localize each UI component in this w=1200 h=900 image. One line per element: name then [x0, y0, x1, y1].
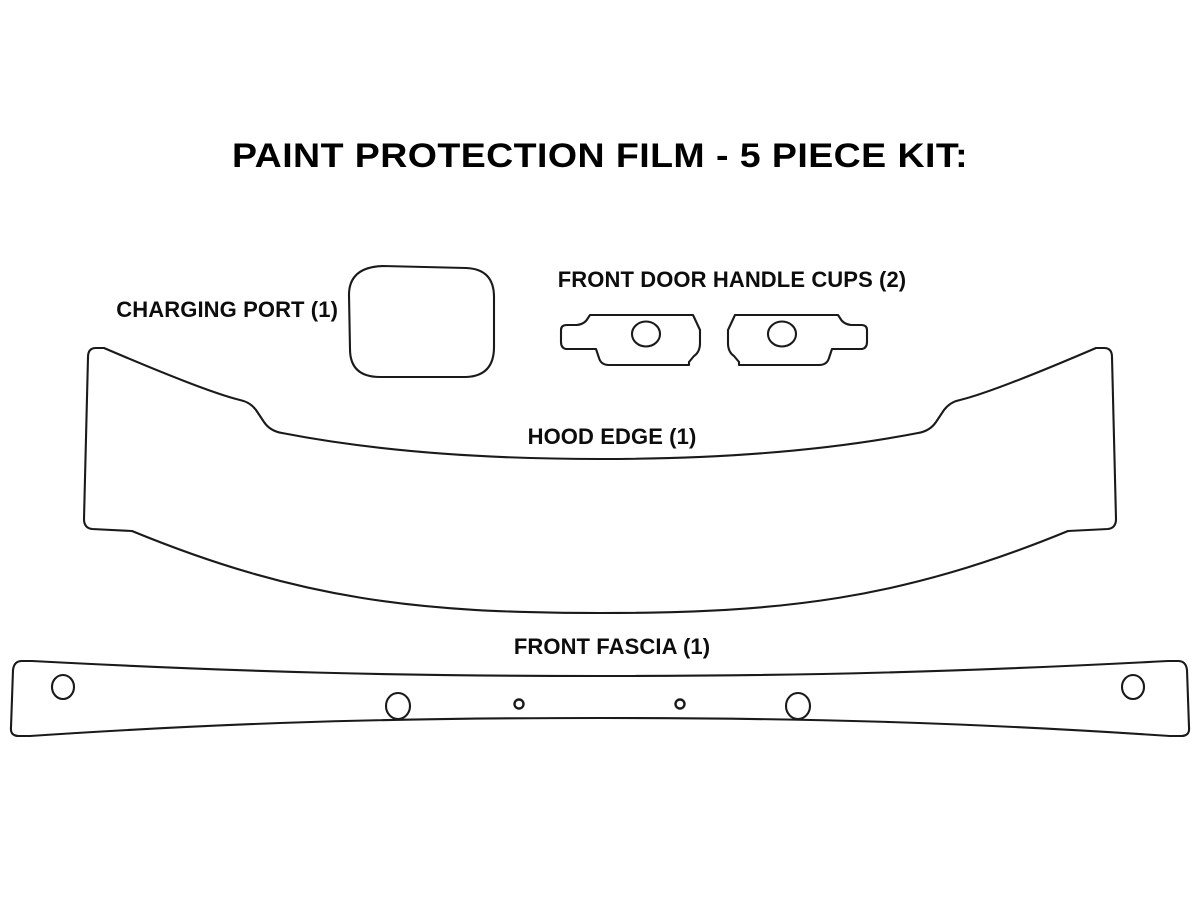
front-fascia-hole-3: [513, 698, 525, 710]
front-door-handle-cups-label: FRONT DOOR HANDLE CUPS (2): [558, 267, 907, 292]
front-fascia-label: FRONT FASCIA (1): [514, 634, 710, 659]
cup-left-outline: [559, 313, 702, 367]
front-fascia-hole-1: [50, 673, 76, 701]
front-fascia-hole-6: [1120, 673, 1146, 701]
cup-right-hole: [766, 320, 798, 348]
front-fascia-outline: [9, 659, 1191, 738]
piece-charging-port: [347, 264, 496, 379]
hood-edge-label: HOOD EDGE (1): [528, 424, 697, 449]
page-title: PAINT PROTECTION FILM - 5 PIECE KIT:: [232, 137, 968, 175]
piece-front-fascia: [9, 659, 1191, 738]
piece-front-door-handle-cup-right: [726, 313, 869, 367]
piece-front-door-handle-cup-left: [559, 313, 702, 367]
cup-left-hole: [630, 320, 662, 348]
cup-right-outline: [726, 313, 869, 367]
hood-edge-outline: [82, 346, 1118, 615]
front-fascia-hole-5: [784, 691, 812, 721]
front-fascia-hole-2: [384, 691, 412, 721]
piece-hood-edge: [82, 346, 1118, 615]
front-fascia-hole-4: [674, 698, 686, 710]
charging-port-outline: [347, 264, 496, 379]
charging-port-label: CHARGING PORT (1): [116, 297, 338, 322]
